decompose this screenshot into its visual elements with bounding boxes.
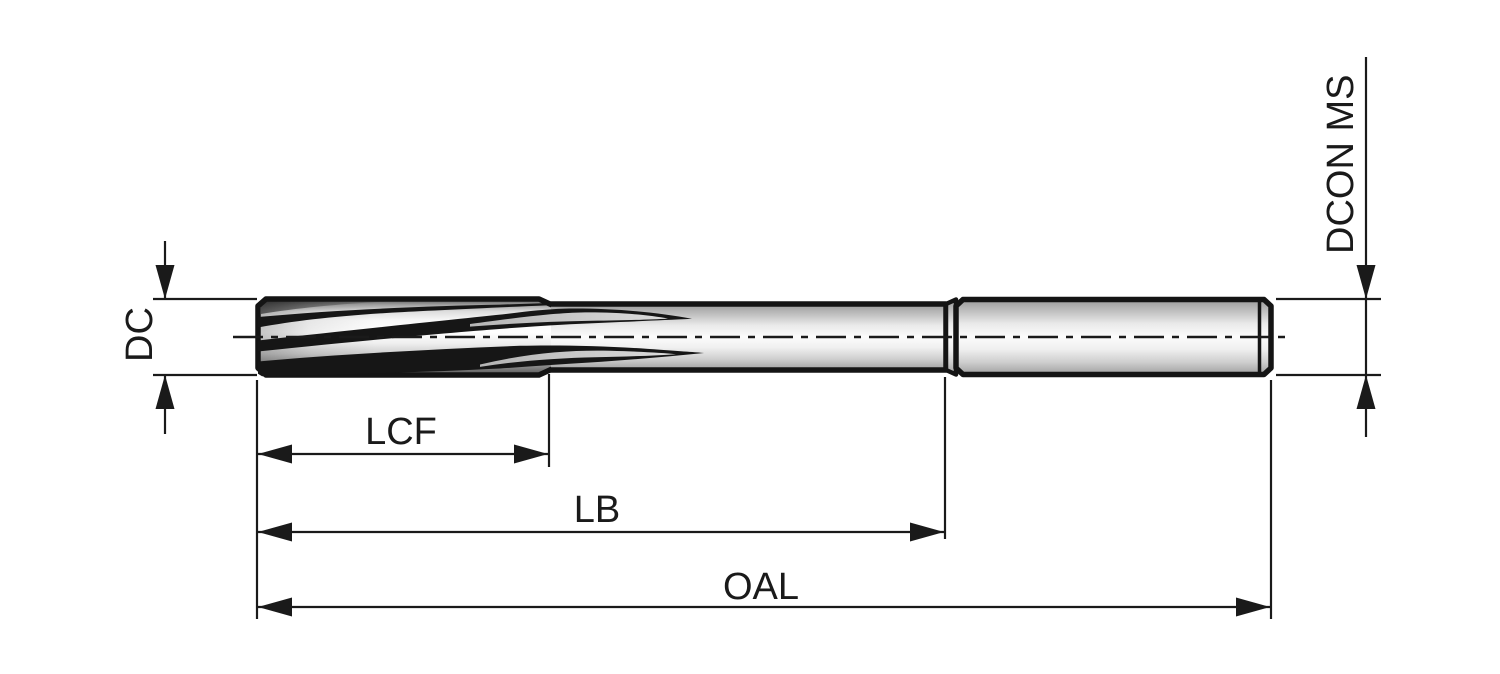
oal-label: OAL (723, 566, 799, 608)
lb-arrow-left (258, 522, 292, 542)
dc-label: DC (119, 307, 161, 362)
reamer-shank-section (953, 296, 1274, 378)
oal-arrow-right (1236, 597, 1270, 617)
lcf-arrow-right (514, 444, 548, 464)
reamer-tool (233, 296, 1287, 378)
dim-lb (257, 377, 947, 539)
dcon-arrow-up (1356, 375, 1376, 409)
flute-stripe-1 (258, 303, 549, 328)
dim-lcf (255, 374, 551, 619)
dcon-arrow-down (1356, 265, 1376, 299)
dc-arrow-down (155, 265, 175, 299)
dim-dcon (1276, 57, 1381, 437)
flute-groove-upper (470, 312, 668, 327)
lcf-label: LCF (365, 411, 437, 453)
dc-arrow-up (155, 375, 175, 409)
lb-label: LB (574, 489, 620, 531)
flute-top-wedge (261, 298, 460, 314)
dim-oal (257, 380, 1273, 619)
lb-arrow-right (910, 522, 944, 542)
flute-groove-lower (480, 350, 676, 367)
oal-arrow-left (258, 597, 292, 617)
dcon-label: DCON MS (1320, 75, 1362, 254)
lcf-arrow-left (258, 444, 292, 464)
